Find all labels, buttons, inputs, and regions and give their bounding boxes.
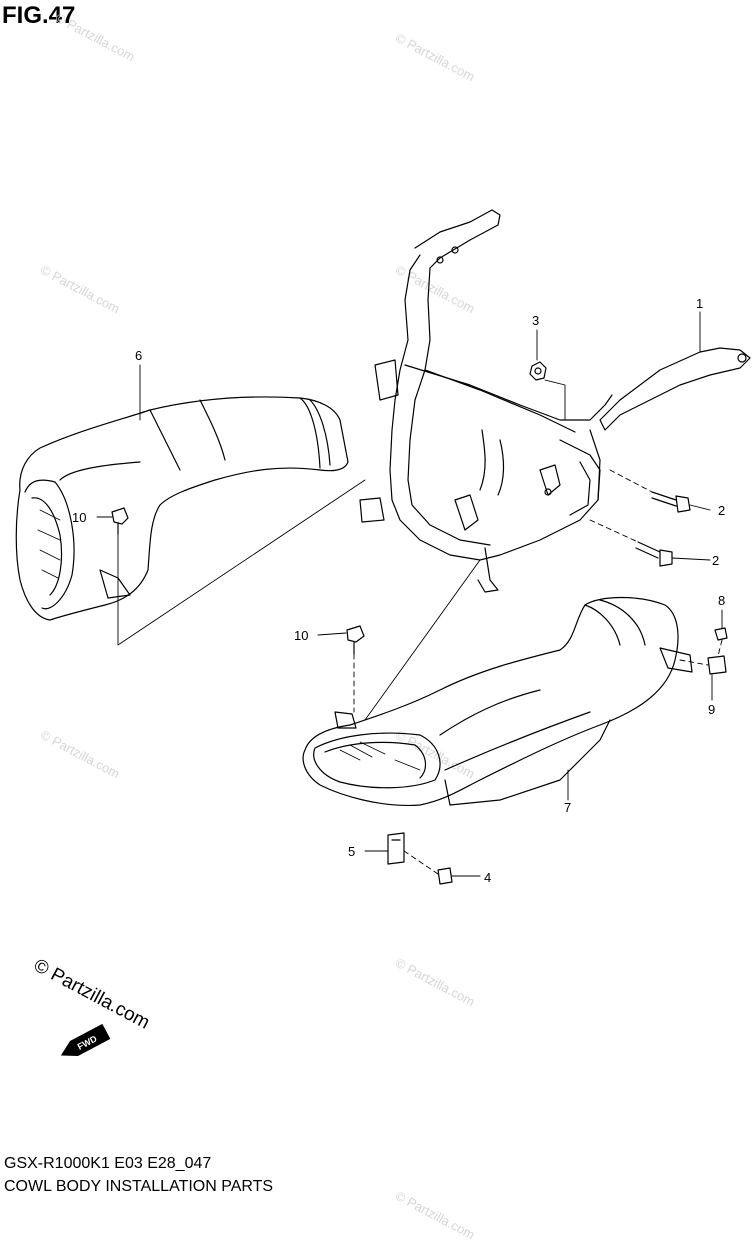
callout-label: 4: [484, 870, 491, 885]
screw-part-8: [714, 627, 728, 641]
figure-caption: COWL BODY INSTALLATION PARTS: [4, 1178, 274, 1195]
clip-part-10-center: [346, 625, 365, 655]
nut-part-3: [529, 361, 547, 381]
model-code: GSX-R1000K1 E03 E28_047: [4, 1155, 212, 1172]
callout-label: 2: [718, 503, 725, 518]
callout-label: 8: [718, 593, 725, 608]
clip-nut-part-9: [707, 655, 727, 675]
callout-label: 10: [72, 510, 86, 525]
figure-title: FIG.47: [2, 2, 76, 29]
parts-diagram: 1 2 2 3 4 5 6 7 8 9 10 10 FWD: [15, 209, 751, 1057]
callout-label: 7: [564, 800, 571, 815]
callout-label: 9: [708, 702, 715, 717]
cowl-bracket-frame-part: [359, 209, 751, 593]
screw-part-4: [437, 867, 453, 885]
callout-label: 6: [135, 348, 142, 363]
callout-label: 2: [712, 553, 719, 568]
leader-lines: [96, 311, 723, 877]
air-duct-left-part: [15, 396, 349, 621]
callout-label: 10: [294, 628, 308, 643]
callout-label: 5: [348, 844, 355, 859]
bracket-part-5: [387, 832, 405, 865]
callout-label: 3: [532, 313, 539, 328]
forward-arrow-icon: FWD: [60, 1023, 111, 1057]
clip-part-10-left: [111, 507, 129, 535]
bolt-part-2-lower: [635, 541, 673, 567]
callout-label: 1: [696, 296, 703, 311]
bolt-part-2-upper: [651, 491, 691, 513]
air-duct-right-part: [302, 596, 693, 807]
